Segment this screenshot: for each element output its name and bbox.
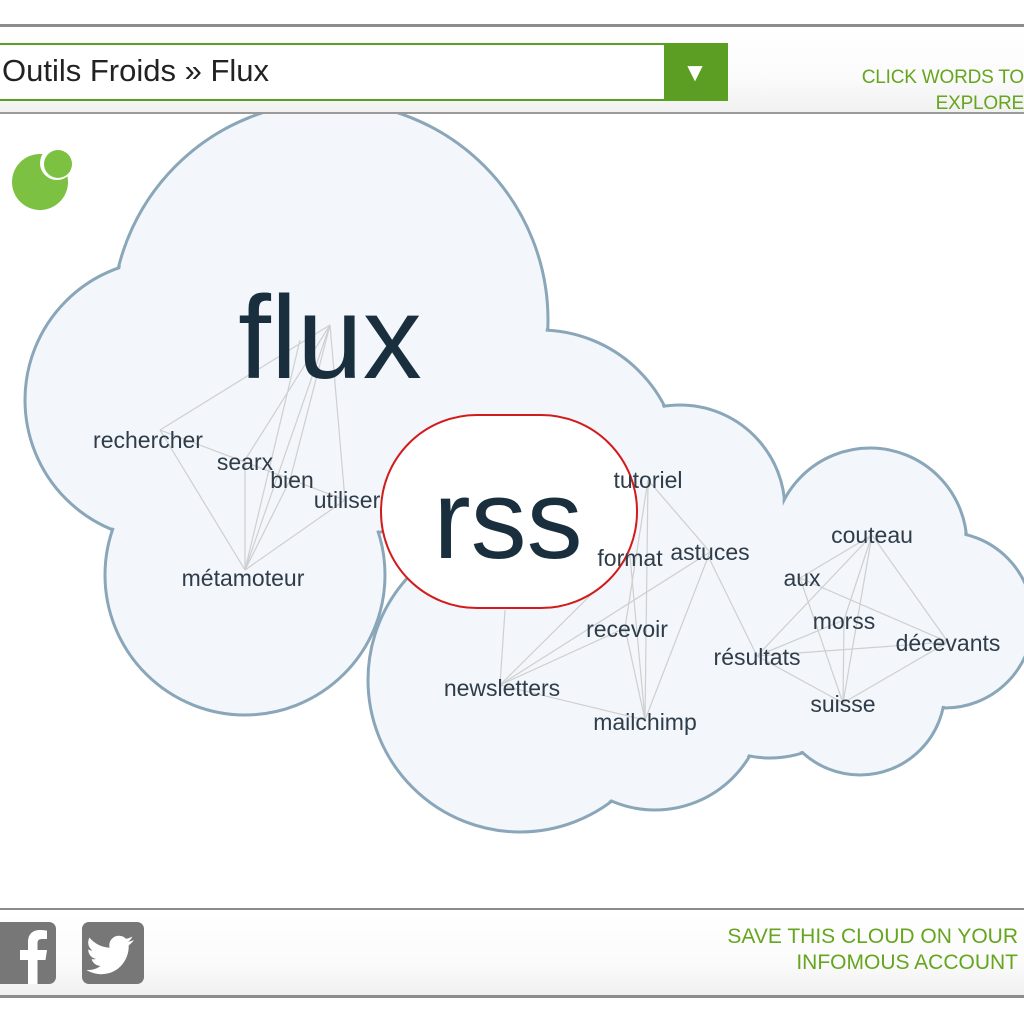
word-searx[interactable]: searx <box>217 449 274 475</box>
twitter-icon <box>86 935 134 975</box>
word-format[interactable]: format <box>597 545 663 571</box>
chevron-down-icon: ▼ <box>682 57 708 87</box>
hint-line-2: EXPLORE <box>935 93 1024 114</box>
rss-highlight-ring <box>380 414 638 609</box>
word-tutoriel[interactable]: tutoriel <box>613 467 682 493</box>
word-couteau[interactable]: couteau <box>831 522 913 548</box>
word-decevants[interactable]: décevants <box>896 630 1001 656</box>
word-morss[interactable]: morss <box>813 608 876 634</box>
word-resultats[interactable]: résultats <box>714 644 801 670</box>
save-cloud-link[interactable]: SAVE THIS CLOUD ON YOUR INFOMOUS ACCOUNT <box>727 924 1018 976</box>
word-metamoteur[interactable]: métamoteur <box>182 565 305 591</box>
top-bar: Outils Froids » Flux ▼ CLICK WORDS TO EX… <box>0 24 1024 114</box>
word-rechercher[interactable]: rechercher <box>93 427 203 453</box>
word-astuces[interactable]: astuces <box>670 539 749 565</box>
infomous-logo-icon[interactable] <box>12 146 74 210</box>
word-cloud-svg: flux rss rechercher searx bien utiliser … <box>12 114 1024 834</box>
word-aux[interactable]: aux <box>783 565 821 591</box>
facebook-share-button[interactable] <box>0 922 56 984</box>
explore-hint: CLICK WORDS TO EXPLORE <box>804 65 1024 117</box>
dropdown-button[interactable]: ▼ <box>664 45 726 99</box>
word-recevoir[interactable]: recevoir <box>586 616 668 642</box>
hint-line-1: CLICK WORDS TO <box>861 67 1024 88</box>
cloud-selector-value: Outils Froids » Flux <box>2 53 270 88</box>
word-utiliser[interactable]: utiliser <box>314 487 381 513</box>
word-newsletters[interactable]: newsletters <box>444 675 560 701</box>
word-links <box>159 324 949 721</box>
word-mailchimp[interactable]: mailchimp <box>593 709 697 735</box>
cloud-selector-dropdown[interactable]: Outils Froids » Flux ▼ <box>0 43 728 101</box>
word-rss[interactable]: rss <box>433 457 582 582</box>
word-bien[interactable]: bien <box>270 467 313 493</box>
twitter-share-button[interactable] <box>82 922 144 984</box>
word-suisse[interactable]: suisse <box>810 691 875 717</box>
bottom-bar: SAVE THIS CLOUD ON YOUR INFOMOUS ACCOUNT <box>0 908 1024 998</box>
word-cloud-canvas: flux rss rechercher searx bien utiliser … <box>0 114 1024 909</box>
facebook-icon <box>20 930 47 984</box>
save-line-2: INFOMOUS ACCOUNT <box>796 951 1018 974</box>
save-line-1: SAVE THIS CLOUD ON YOUR <box>727 925 1018 948</box>
word-flux[interactable]: flux <box>238 272 422 404</box>
